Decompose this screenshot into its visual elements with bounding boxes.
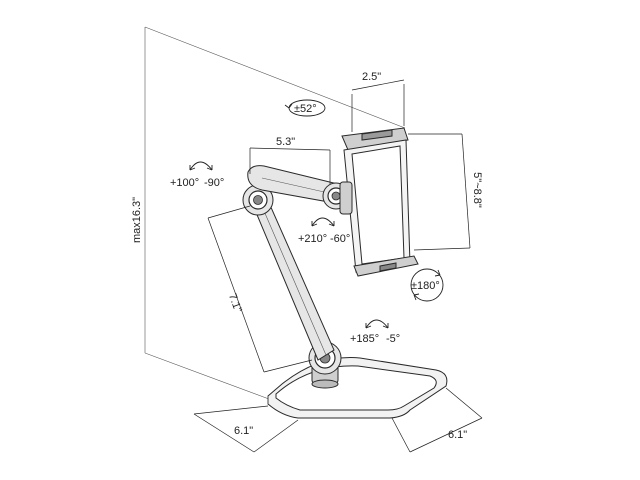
upper-arm-dimension: 5.3"	[249, 136, 331, 184]
stand-base	[267, 357, 448, 419]
clamp-width-dimension: 2.5"	[351, 71, 405, 132]
max-height-label: max16.3"	[131, 197, 143, 243]
base-width-label: 6.1"	[448, 429, 467, 441]
holder-rotation-label: ±180°	[411, 280, 440, 292]
upper-arm-label: 5.3"	[276, 136, 295, 148]
lower-arm	[249, 195, 335, 361]
base-width-dimension: 6.1"	[391, 387, 483, 453]
lower-arm-label: 7.1"	[226, 292, 244, 314]
clamp-tilt-indicator: ±52°	[284, 99, 326, 117]
clamp-width-label: 2.5"	[362, 71, 381, 83]
head-joint-rotation-indicator: +100° -90°	[170, 161, 224, 189]
device-range-label: 5"~8.8"	[471, 172, 483, 208]
base-depth-label: 6.1"	[234, 425, 253, 437]
perspective-guides	[144, 26, 406, 406]
head-joint-minus-label: -90°	[204, 177, 224, 189]
device-range-dimension: 5"~8.8"	[408, 133, 483, 251]
elbow-joint	[242, 184, 274, 216]
head-joint-plus-label: +100°	[170, 177, 199, 189]
base-joint-rotation-indicator: +185° -5°	[350, 319, 400, 345]
clamp-tilt-label: ±52°	[294, 103, 317, 115]
base-joint-minus-label: -5°	[386, 333, 400, 345]
base-joint-plus-label: +185°	[350, 333, 379, 345]
elbow-rotation-indicator: +210° -60°	[298, 217, 350, 245]
base-depth-dimension: 6.1"	[193, 405, 299, 453]
tablet-holder	[339, 127, 419, 277]
elbow-plus-label: +210°	[298, 233, 327, 245]
elbow-minus-label: -60°	[330, 233, 350, 245]
holder-rotation-indicator: ±180°	[410, 268, 444, 302]
